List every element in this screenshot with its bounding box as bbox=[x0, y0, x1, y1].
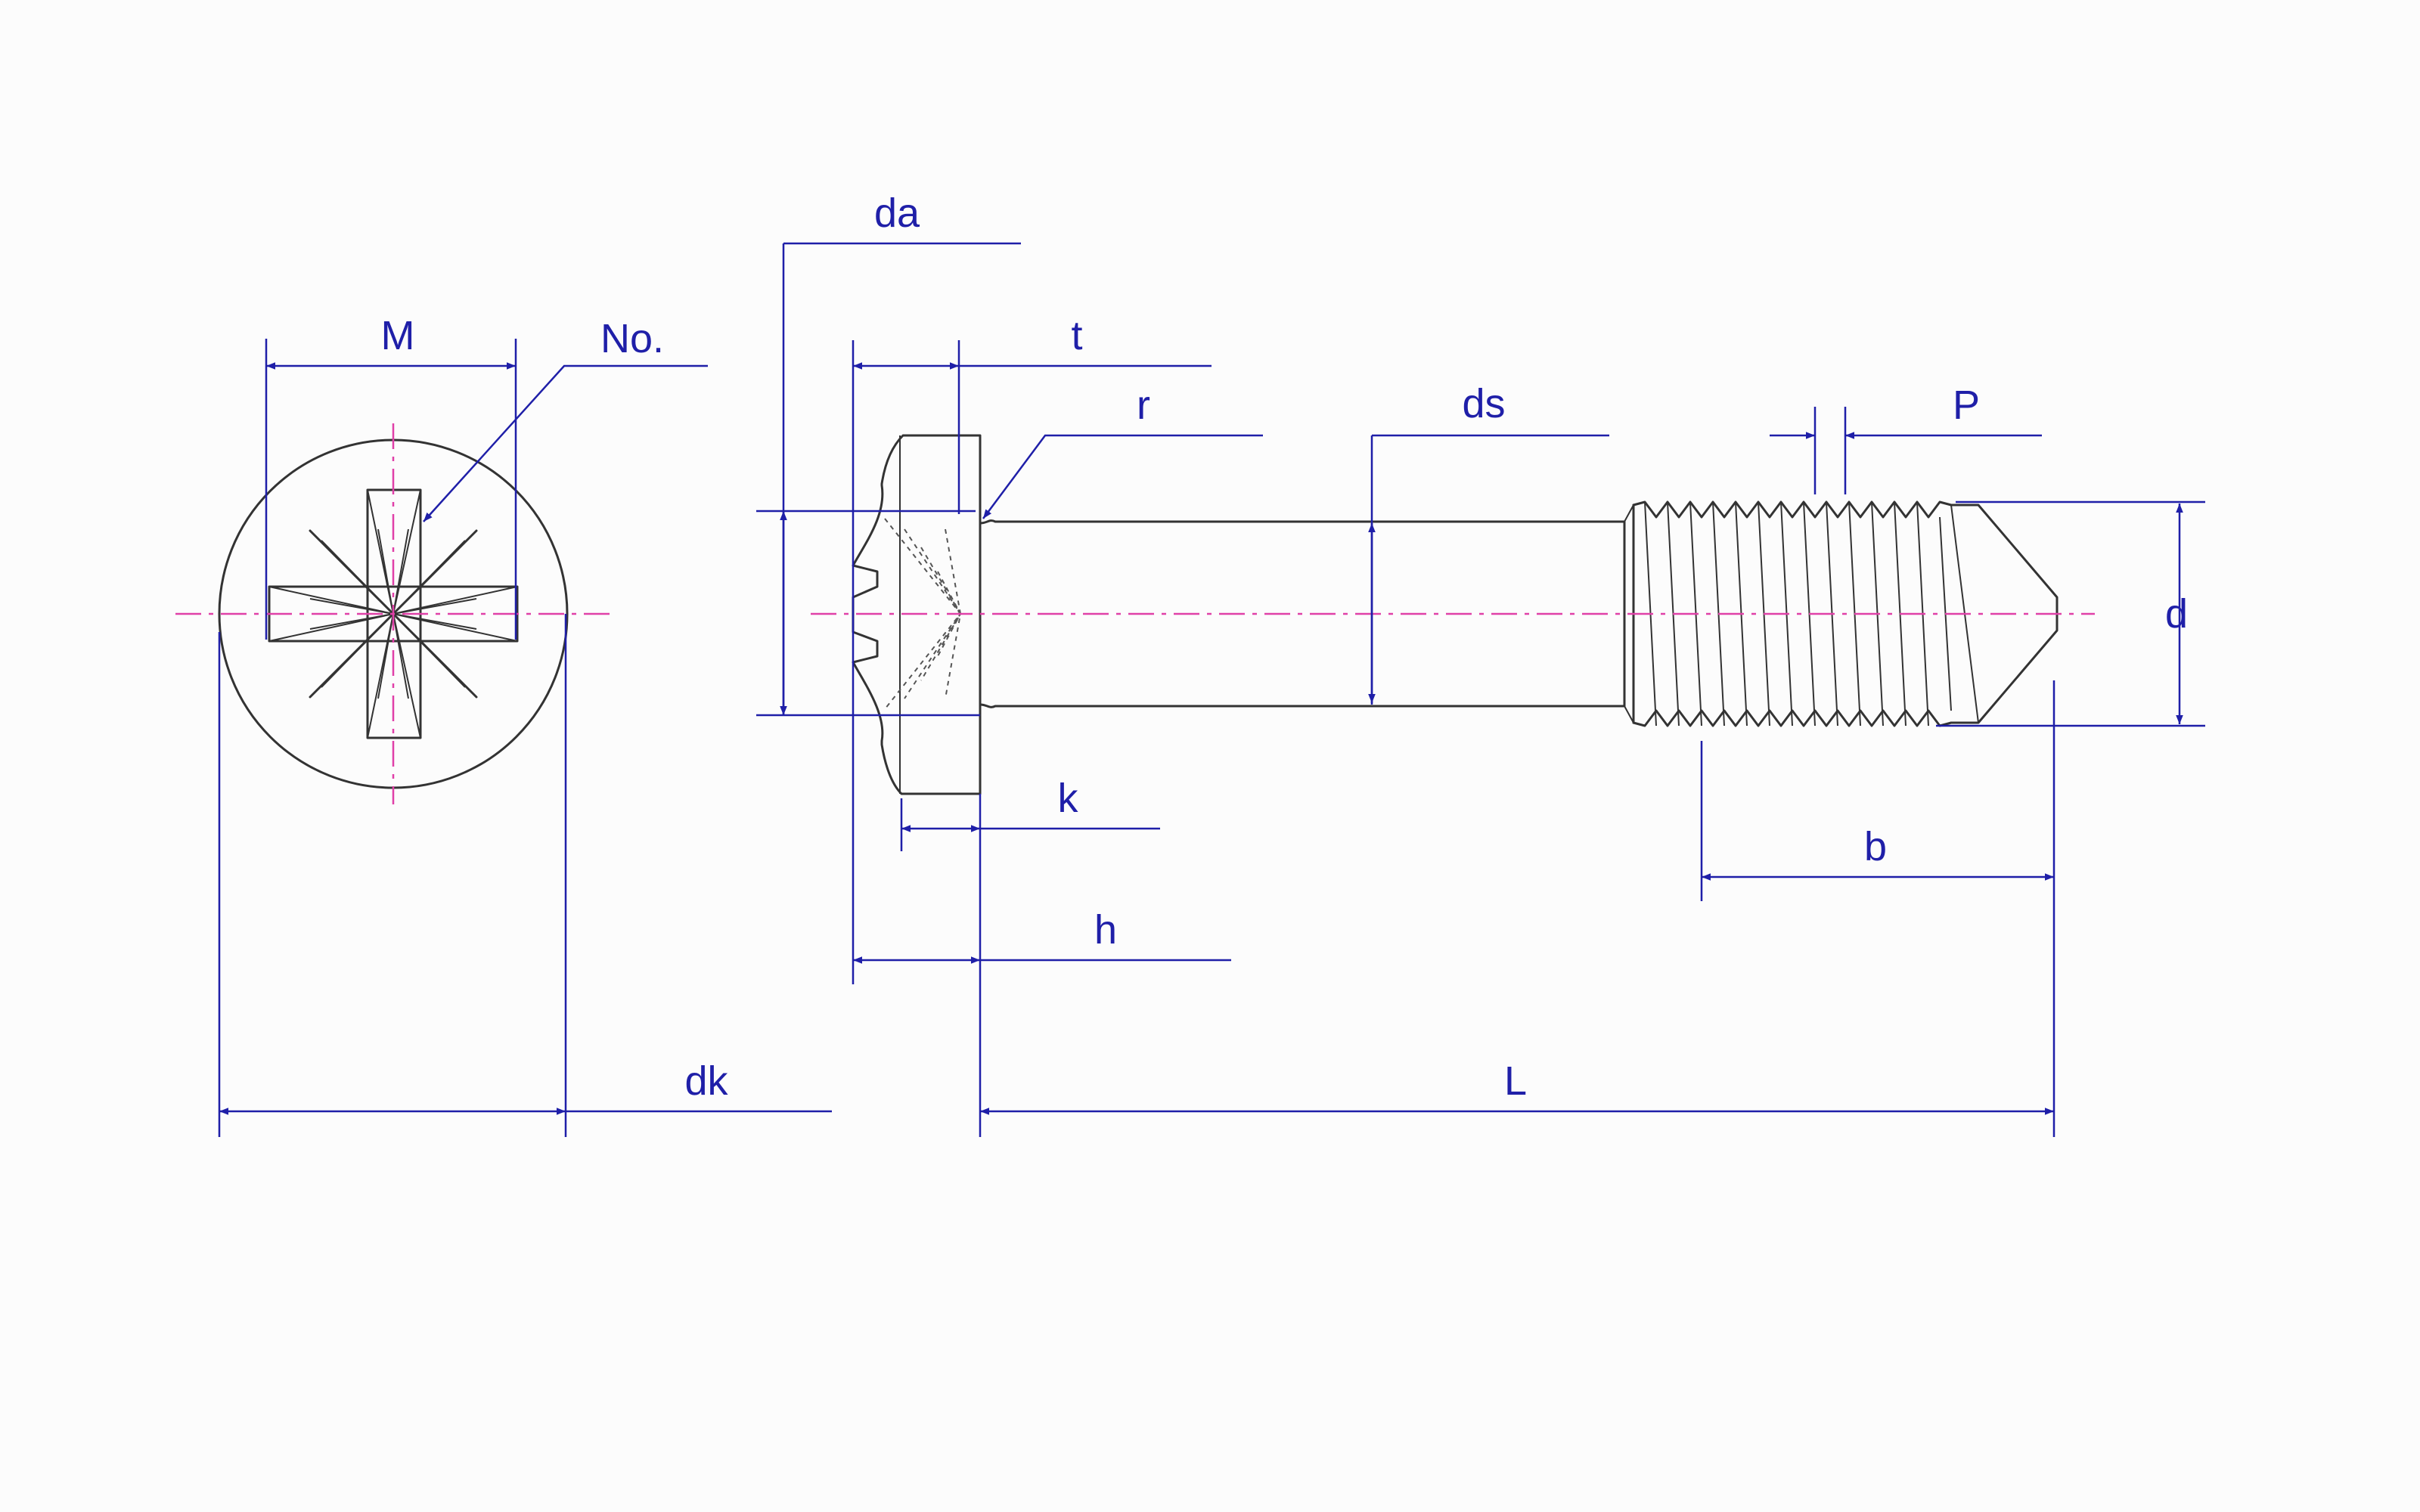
dimension-labels: M No. da t r ds P d k b h dk L bbox=[381, 191, 2189, 1104]
label-d: d bbox=[2165, 591, 2188, 637]
label-P: P bbox=[1953, 383, 1980, 428]
shank bbox=[979, 519, 1626, 708]
label-t: t bbox=[1071, 313, 1082, 358]
dimensions bbox=[218, 242, 2205, 1137]
label-b: b bbox=[1864, 824, 1887, 869]
label-h: h bbox=[1094, 907, 1117, 953]
center-lines bbox=[175, 423, 2095, 804]
label-r: r bbox=[1137, 383, 1150, 428]
label-M: M bbox=[381, 313, 415, 358]
label-dk: dk bbox=[684, 1058, 728, 1104]
label-L: L bbox=[1504, 1058, 1527, 1104]
label-k: k bbox=[1058, 776, 1079, 821]
label-da: da bbox=[874, 191, 920, 236]
label-ds: ds bbox=[1462, 381, 1505, 426]
label-No: No. bbox=[600, 316, 664, 361]
